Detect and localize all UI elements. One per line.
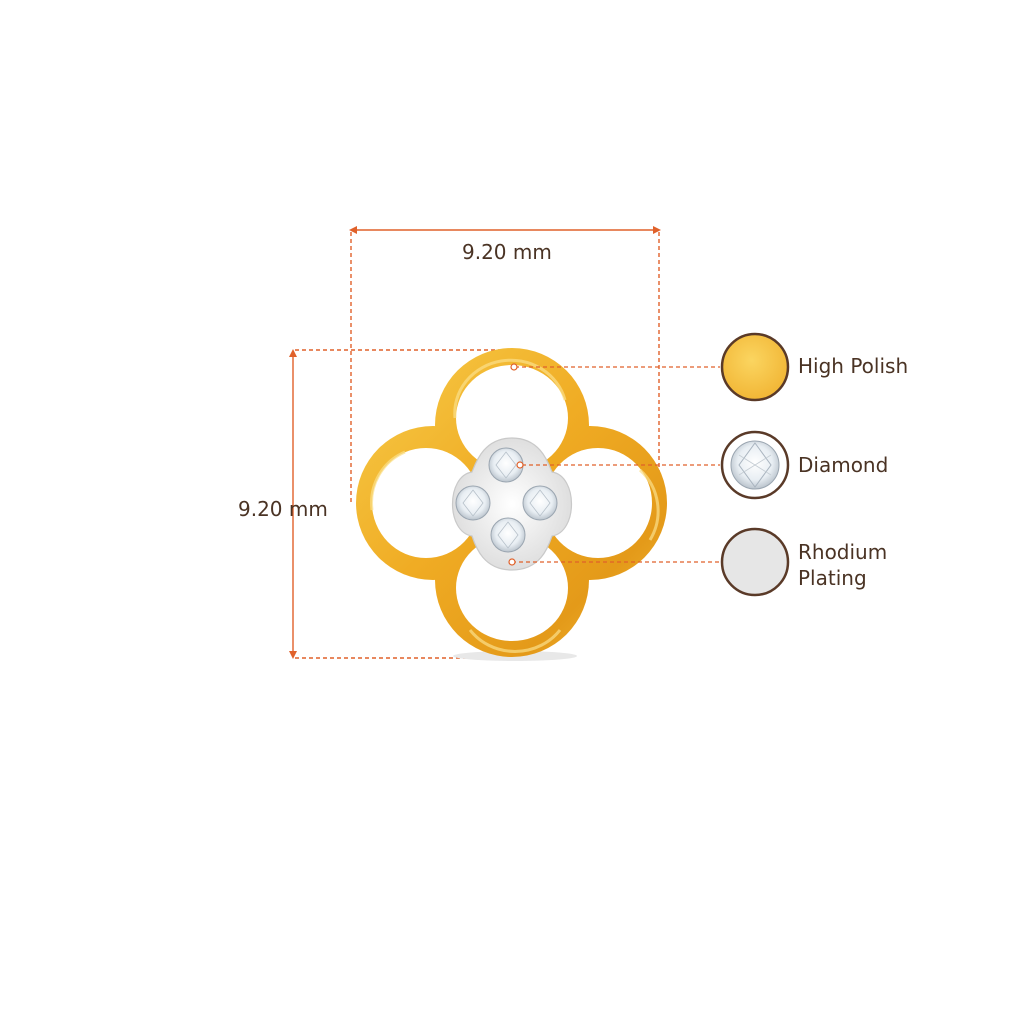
- width-dimension-label: 9.20 mm: [462, 240, 552, 264]
- legend-label-rhodium-line1: Rhodium: [798, 540, 888, 564]
- diamond-swatch-icon: [720, 430, 790, 500]
- leader-lines: [512, 366, 720, 563]
- arrow-right-icon: [653, 226, 661, 234]
- arrow-down-icon: [289, 651, 297, 659]
- legend-label-rhodium-line2: Plating: [798, 566, 867, 590]
- gold-highlights: [370, 358, 660, 653]
- height-dimension-label: 9.20 mm: [238, 497, 328, 521]
- arrow-up-icon: [289, 349, 297, 357]
- legend-label-diamond: Diamond: [798, 453, 889, 477]
- diamond-bottom: [490, 517, 526, 553]
- legend-swatches: [720, 332, 790, 597]
- diamond-left: [455, 485, 491, 521]
- legend-label-high-polish: High Polish: [798, 354, 909, 378]
- legend-label-rhodium: Rhodium Plating: [798, 539, 887, 591]
- arrow-left-icon: [349, 226, 357, 234]
- rhodium-setting: [452, 437, 572, 571]
- gold-swatch-icon: [720, 332, 790, 402]
- clover-earring: [340, 340, 680, 670]
- rhodium-swatch-icon: [720, 527, 790, 597]
- leader-dots: [508, 363, 524, 566]
- diamond-right: [522, 485, 558, 521]
